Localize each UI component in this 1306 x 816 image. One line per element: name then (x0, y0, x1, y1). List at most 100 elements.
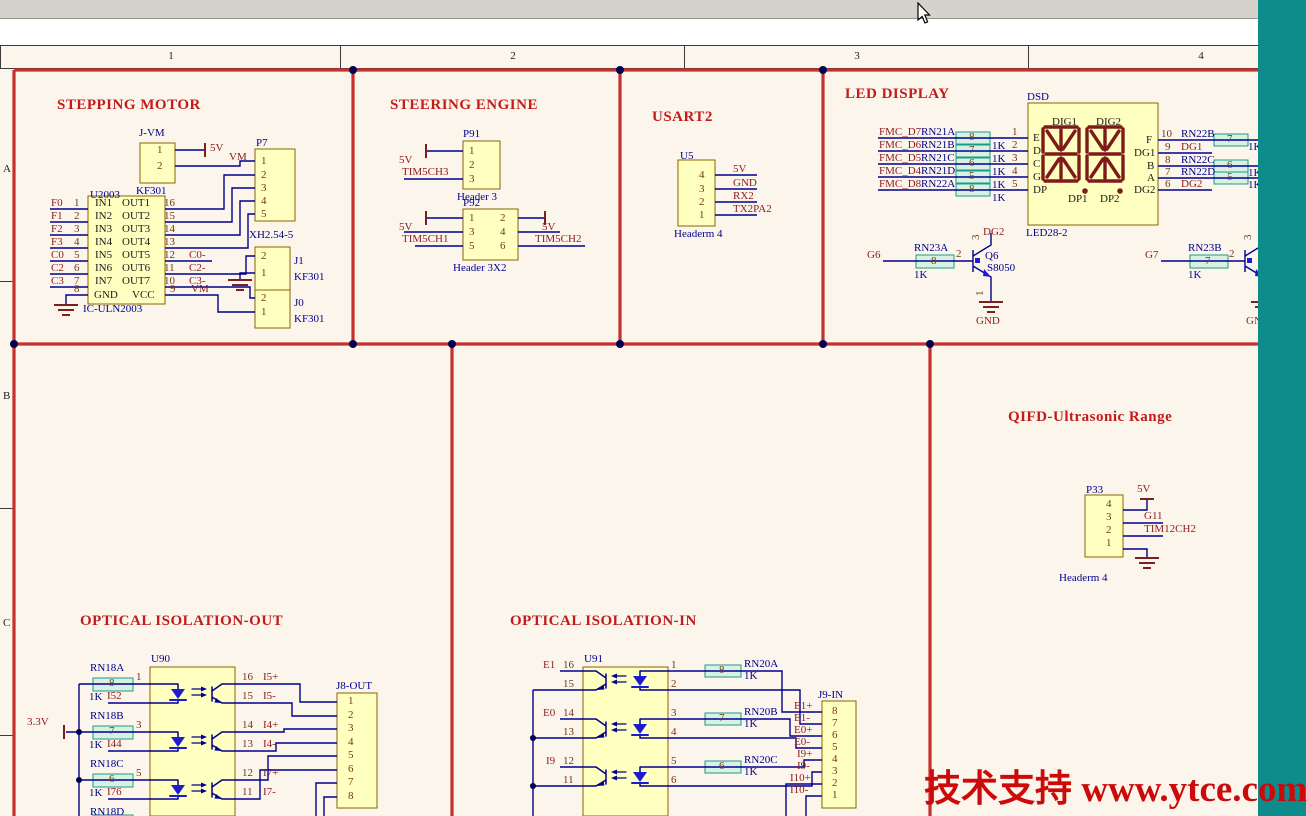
net-label: RX2 (733, 190, 754, 202)
pin-number: 4 (348, 736, 354, 748)
pin-name: IN1 (95, 197, 113, 209)
wires (50, 137, 1306, 816)
pin-number: 3 (1106, 511, 1112, 523)
component-p33[interactable] (1084, 494, 1124, 558)
component-u5[interactable] (677, 159, 716, 227)
designator: RN20B (744, 706, 778, 718)
block-title: LED DISPLAY (845, 86, 950, 102)
net-label: E1+ (794, 700, 813, 712)
net-label: VM (191, 283, 209, 295)
designator: 1K (992, 166, 1006, 178)
designator: RN22A (921, 178, 956, 190)
pin-number: 5 (74, 249, 80, 261)
component-j-vm[interactable] (139, 142, 176, 184)
pin-number: 2 (157, 160, 163, 172)
pin-name: IN7 (95, 275, 113, 287)
pin-number: 8 (719, 664, 725, 676)
pin-number: 4 (74, 236, 80, 248)
pin-name: DP2 (1100, 193, 1120, 205)
component-p91[interactable] (462, 140, 501, 190)
margin-row-label: C (3, 617, 11, 629)
net-label: I5+ (263, 671, 279, 683)
net-label: FMC_D8 (879, 178, 922, 190)
pin-number: 2 (956, 248, 962, 260)
designator: 1K (1188, 269, 1202, 281)
ruler-column-label: 4 (1198, 50, 1204, 62)
net-label: DG2 (1181, 178, 1203, 190)
net-label: I44 (107, 738, 122, 750)
component-j1[interactable] (254, 246, 291, 293)
component-j8-out[interactable] (336, 692, 378, 809)
designator: RN18B (90, 710, 124, 722)
pin-name: GND (94, 289, 118, 301)
pin-number: 3 (469, 173, 475, 185)
component-p92[interactable] (462, 208, 519, 261)
designator: RN21D (921, 165, 956, 177)
pin-name: DP1 (1068, 193, 1088, 205)
block-title: USART2 (652, 109, 713, 125)
pin-number: 3 (699, 183, 705, 195)
net-label: C0 (51, 249, 64, 261)
pin-number: 2 (671, 678, 677, 690)
designator: LED28-2 (1026, 227, 1068, 239)
net-label: I10+ (790, 772, 811, 784)
designator: 1K (992, 192, 1006, 204)
designator: S8050 (987, 262, 1016, 274)
right-panel-strip (1258, 0, 1306, 816)
pin-name: IN3 (95, 223, 113, 235)
component-p7[interactable] (254, 148, 296, 222)
pin-number: 6 (1227, 159, 1233, 171)
mouse-cursor-icon (917, 2, 931, 24)
component-j0[interactable] (254, 289, 291, 329)
pin-number: 14 (563, 707, 574, 719)
pin-number: 5 (469, 240, 475, 252)
component-u2003[interactable] (87, 195, 166, 305)
component-j9-in[interactable] (821, 700, 857, 809)
pin-number: 3 (348, 722, 354, 734)
pin-number: 7 (109, 725, 115, 737)
designator: RN18A (90, 662, 125, 674)
designator: 1K (744, 718, 758, 730)
ruler-column-label: 1 (168, 50, 174, 62)
pin-number: 11 (563, 774, 574, 786)
pin-number: 10 (1161, 128, 1172, 140)
pin-name: OUT5 (122, 249, 151, 261)
pin-number: 1 (1012, 126, 1018, 138)
designator: RN21C (921, 152, 955, 164)
designator: XH2.54-5 (249, 229, 294, 241)
component-u91[interactable] (582, 666, 669, 816)
pin-number: 5 (832, 741, 838, 753)
designator: Q6 (985, 250, 999, 262)
net-label: 5V (542, 221, 556, 233)
pin-number: 2 (500, 212, 506, 224)
net-label: I5- (263, 690, 276, 702)
pin-name: DG1 (1134, 147, 1156, 159)
pin-name: IN4 (95, 236, 113, 248)
sheet-block-borders (12, 68, 1306, 816)
designator: P7 (256, 137, 268, 149)
block-title: STEERING ENGINE (390, 97, 538, 113)
net-label: C3 (51, 275, 64, 287)
net-label: I10- (790, 784, 809, 796)
designator: RN22B (1181, 128, 1215, 140)
pin-number: 2 (74, 210, 80, 222)
designator: KF301 (294, 271, 325, 283)
pin-number: 1 (348, 695, 354, 707)
pin-number: 11 (164, 262, 175, 274)
transistor-marker (1247, 258, 1252, 263)
pin-number: 1 (1106, 537, 1112, 549)
net-label: I7- (263, 786, 276, 798)
pin-number: 6 (719, 760, 725, 772)
pin-number: 1 (469, 145, 475, 157)
net-label: C2 (51, 262, 64, 274)
designator: J0 (294, 297, 304, 309)
margin-row-label: A (3, 163, 11, 175)
designator: U90 (151, 653, 170, 665)
net-label: FMC_D5 (879, 152, 922, 164)
ruler-column: 4 (1028, 46, 1306, 68)
designator: Headerm 4 (674, 228, 723, 240)
net-label: GND (733, 177, 757, 189)
window-title-bar[interactable] (0, 0, 1306, 19)
net-label: FMC_D6 (879, 139, 922, 151)
